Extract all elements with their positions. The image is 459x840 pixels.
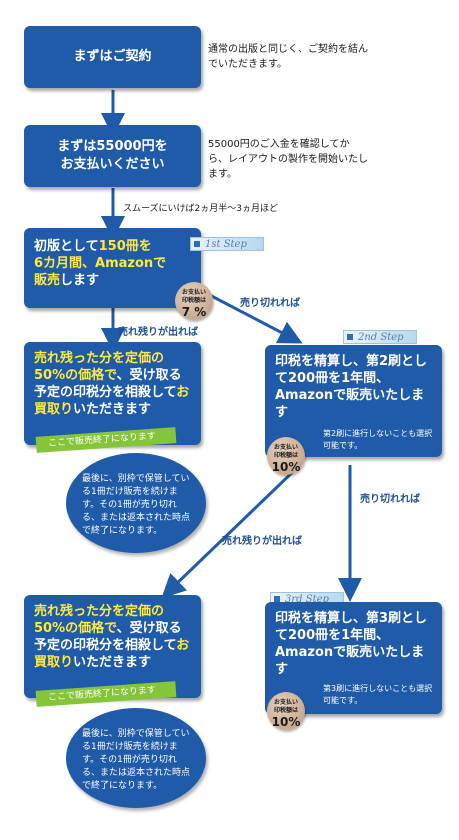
buyback-2-y2: 50%の価格で: [34, 621, 117, 636]
buyback-1-y3: お買取り: [34, 385, 190, 417]
buyback-1-y2: 50%の価格で: [34, 368, 117, 383]
contract-note: 通常の出版と同じく、ご契約を結んでいただきます。: [208, 44, 368, 70]
royalty-seal-1-top: お支払い: [181, 289, 206, 296]
first-edition-p3: します: [60, 273, 100, 288]
royalty-seal-2-mid: 印税額は: [273, 452, 298, 459]
contract-box: まずはご契約: [24, 26, 201, 88]
step-tag-1: 1st Step: [190, 237, 264, 251]
arrow-step4-to-buyback2: [161, 463, 302, 599]
payment-line1: まずは55000円を: [57, 139, 168, 154]
label-left-over-2: 売れ残りが出れば: [222, 536, 302, 547]
second-print-sub: 第2刷に進行しないことも選択可能です。: [323, 429, 433, 450]
buyback-2-w1: 、受け取る予定の印税分を相殺して: [34, 621, 182, 653]
royalty-seal-3-value: 10%: [271, 715, 301, 729]
buyback-2-w2: いただきます: [73, 655, 152, 670]
payment-box: まずは55000円を お支払いください: [24, 125, 201, 187]
timing-note: スムーズにいけば2ヵ月半〜3ヵ月ほど: [123, 204, 279, 214]
royalty-seal-1-mid: 印税額は: [181, 297, 206, 304]
buyback-box-2: 売れ残った分を定価の 50%の価格で、受け取る予定の印税分を相殺してお買取りいただ…: [24, 595, 201, 698]
contract-box-text: まずはご契約: [73, 49, 152, 64]
royalty-seal-2: お支払い 印税額は 10%: [267, 437, 305, 475]
third-print-text: 印税を精算し、第3刷として200冊を1年間、Amazonで販売いたします: [275, 611, 428, 677]
first-edition-h1: 150冊を: [98, 239, 152, 254]
arrow-3-to-step4: [199, 288, 303, 344]
final-copy-text-2: 最後に、別枠で保管している1冊だけ販売を続けます。その1冊が売り切れる、または返…: [82, 729, 191, 791]
final-copy-text-1: 最後に、別枠で保管している1冊だけ販売を続けます。その1冊が売り切れる、または返…: [82, 474, 191, 536]
payment-note: 55000円のご入金を確認してから、レイアウトの製作を開始いたします。: [208, 139, 368, 180]
buyback-1-w2: いただきます: [73, 402, 152, 417]
final-copy-oval-1: 最後に、別枠で保管している1冊だけ販売を続けます。その1冊が売り切れる、または返…: [66, 453, 206, 553]
buyback-2-y3: お買取り: [34, 638, 190, 670]
label-left-over-1: 売れ残りが出れば: [118, 327, 198, 338]
first-edition-box: 初版として150冊を 6カ月間、Amazonで 販売します: [24, 228, 201, 308]
royalty-seal-2-value: 10%: [271, 460, 301, 474]
first-edition-p2: 販売: [34, 273, 61, 288]
label-sold-out-1: 売り切れれば: [240, 298, 300, 309]
buyback-1-y1: 売れ残った分を定価の: [34, 351, 165, 366]
second-print-text: 印税を精算し、第2刷として200冊を1年間、Amazonで販売いたします: [275, 354, 428, 420]
final-copy-oval-2: 最後に、別枠で保管している1冊だけ販売を続けます。その1冊が売り切れる、または返…: [66, 708, 206, 808]
first-edition-h2: 6カ月間、Amazonで: [34, 256, 167, 271]
royalty-seal-2-top: お支払い: [273, 444, 298, 451]
first-edition-p1: 初版として: [34, 239, 99, 254]
buyback-2-y1: 売れ残った分を定価の: [34, 604, 165, 619]
royalty-seal-3-top: お支払い: [273, 699, 298, 706]
buyback-1-w1: 、受け取る予定の印税分を相殺して: [34, 368, 182, 400]
royalty-seal-1-value: 7 %: [181, 305, 207, 319]
royalty-seal-3-mid: 印税額は: [273, 707, 298, 714]
label-sold-out-2: 売り切れれば: [360, 494, 420, 505]
royalty-seal-1: お支払い 印税額は 7 %: [175, 282, 213, 320]
payment-line2: お支払いください: [60, 157, 165, 172]
third-print-sub: 第3刷に進行しないことも選択可能です。: [323, 684, 433, 705]
step-tag-2: 2nd Step: [343, 330, 417, 344]
royalty-seal-3: お支払い 印税額は 10%: [267, 692, 305, 730]
